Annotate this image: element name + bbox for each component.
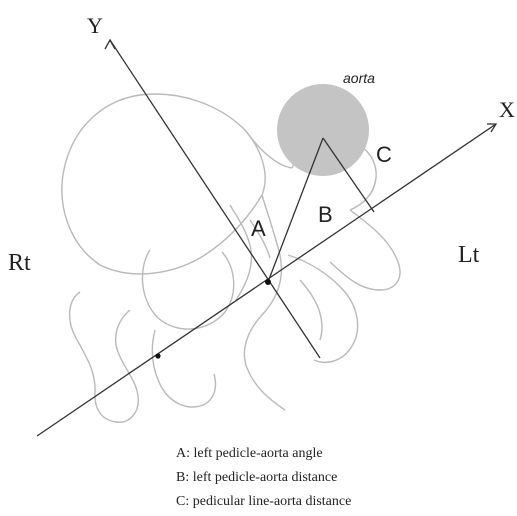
y-axis-arrow — [104, 38, 116, 50]
aorta-label: aorta — [343, 70, 375, 86]
left-pedicle-point — [265, 279, 271, 285]
y-axis-line — [109, 39, 321, 359]
legend: A: left pedicle-aorta angle B: left pedi… — [176, 446, 351, 509]
aorta-perpendicular-line — [322, 137, 375, 213]
aorta-circle — [277, 84, 369, 176]
vertebra-outline — [61, 93, 401, 423]
x-axis-arrow — [487, 123, 498, 133]
y-axis-label: Y — [87, 13, 103, 38]
distance-c-label: C — [376, 142, 392, 167]
axis-lines — [36, 38, 498, 437]
left-side-label: Lt — [458, 242, 480, 268]
legend-item: C: pedicular line-aorta distance — [176, 494, 351, 509]
x-axis-label: X — [499, 97, 515, 122]
angle-a-label: A — [251, 216, 266, 241]
legend-item: A: left pedicle-aorta angle — [176, 446, 323, 461]
legend-item: B: left pedicle-aorta distance — [176, 470, 337, 485]
right-pedicle-point — [155, 353, 161, 359]
right-side-label: Rt — [8, 250, 31, 276]
distance-b-label: B — [318, 202, 333, 227]
pedicle-aorta-line — [267, 137, 324, 283]
